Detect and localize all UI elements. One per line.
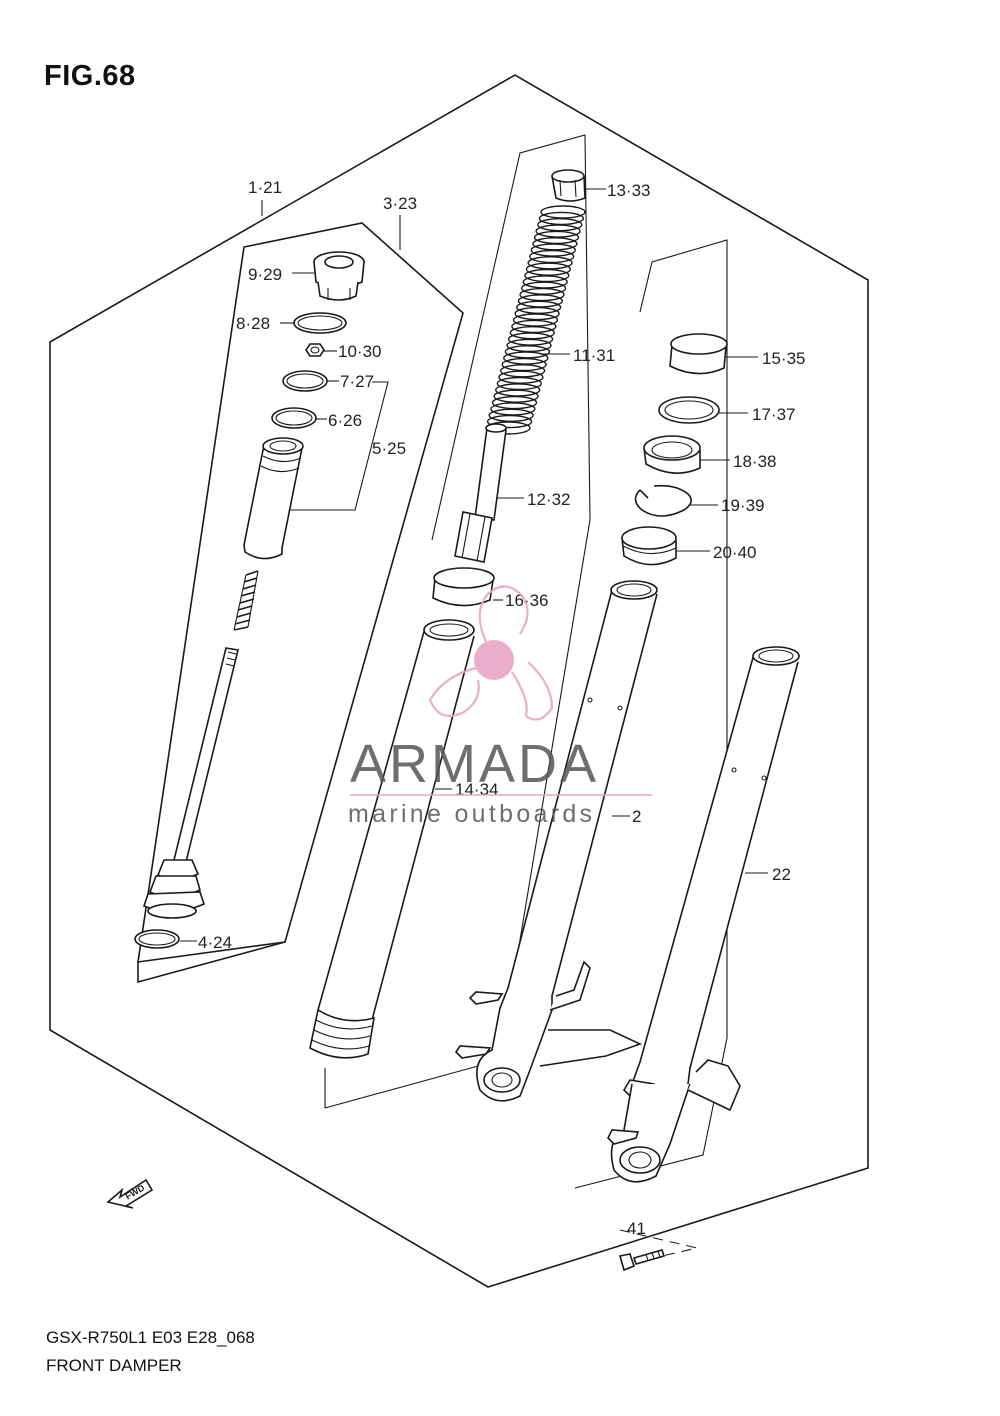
spring-coil (533, 230, 580, 245)
inner-tube-part (309, 619, 475, 1059)
callout-22: 22 (772, 865, 791, 884)
callout-5-25: 5·25 (372, 439, 406, 458)
watermark-tagline: marine outboards (348, 800, 595, 828)
fork-spring-part (485, 205, 586, 435)
spring-coil (530, 243, 576, 257)
spring-coil (495, 383, 541, 397)
model-code: GSX-R750L1 E03 E28_068 (46, 1328, 255, 1347)
spring-coil (491, 395, 538, 410)
spring-coil (522, 275, 568, 289)
spring-coil (527, 256, 573, 270)
spring-coil (488, 408, 534, 422)
callout-6-26: 6·26 (328, 411, 362, 430)
spring-coil (519, 287, 565, 302)
rebound-spring-part (233, 570, 259, 631)
dust-seal-20-part (621, 526, 677, 566)
spring-coil (493, 389, 539, 403)
callout-8-28: 8·28 (236, 314, 270, 333)
callout-18-38: 18·38 (733, 452, 776, 471)
spring-coil (504, 345, 551, 359)
stopper-ring-19-part (634, 484, 692, 517)
propeller-logo-icon (428, 585, 554, 721)
callout-4-24: 4·24 (198, 933, 232, 952)
bushing-15-part (669, 333, 728, 375)
callout-19-39: 19·39 (721, 496, 764, 515)
leader-bracket-5-25 (288, 381, 389, 511)
spring-coil (499, 364, 546, 378)
spring-coil (535, 224, 581, 238)
damper-rod-part (143, 647, 239, 919)
callout-3-23: 3·23 (383, 194, 417, 213)
oil-seal-18-part (643, 435, 701, 474)
callout-11-31: 11·31 (573, 346, 615, 365)
spring-coil (538, 211, 585, 226)
spring-coil (520, 281, 567, 295)
spring-coil (503, 351, 549, 365)
spring-coil (524, 268, 570, 283)
callout-17-37: 17·37 (752, 405, 795, 424)
bolt-41-part (618, 1249, 666, 1272)
callout-20-40: 20·40 (713, 543, 756, 562)
figure-title: FIG.68 (44, 60, 136, 92)
callout-12-32: 12·32 (527, 490, 570, 509)
callout-7-27: 7·27 (340, 372, 374, 391)
spacer-pipe-part (454, 423, 507, 563)
callout-9-29: 9·29 (248, 265, 282, 284)
spring-coil (509, 326, 555, 340)
spring-coil (517, 294, 564, 308)
spring-coil (507, 332, 554, 346)
callout-2: 2 (632, 807, 641, 826)
spring-coil (486, 414, 533, 429)
callout-16-36: 16·36 (505, 591, 548, 610)
nut-10-part (305, 343, 325, 357)
spring-coil (496, 376, 542, 391)
outer-group-outline (49, 74, 869, 1288)
callout-13-33: 13·33 (607, 181, 650, 200)
figure-name: FRONT DAMPER (46, 1356, 182, 1375)
spring-coil (516, 300, 562, 314)
tube-group-box (574, 239, 728, 1189)
spring-coil (540, 205, 586, 219)
spring-group-box (324, 134, 591, 1109)
spring-coil (525, 262, 572, 276)
callout-41: 41 (627, 1219, 646, 1238)
spring-coil (537, 217, 583, 232)
callout-1-21: 1·21 (248, 178, 282, 197)
watermark: ARMADA marine outboards (348, 585, 652, 828)
spring-coil (532, 237, 578, 251)
bushing-16-part (432, 567, 495, 607)
cartridge-box-base (137, 941, 286, 984)
fwd-arrow-icon: FWD (106, 1178, 154, 1209)
spring-coil (529, 249, 575, 264)
spring-coil (512, 313, 559, 327)
cap-bolt-part (313, 251, 365, 301)
callout-10-30: 10·30 (338, 342, 381, 361)
spring-coil (514, 306, 560, 321)
cartridge-group-box (137, 222, 464, 963)
spring-coil (490, 402, 536, 416)
spring-coil (498, 370, 544, 384)
spring-coil (511, 319, 557, 334)
spring-seat-nut-part (551, 169, 586, 202)
spring-coil (501, 357, 547, 372)
callout-labels: 1·21 3·23 9·29 8·28 10·30 7·27 6·26 5·25… (198, 178, 805, 1238)
outer-tube-right-part (607, 646, 800, 1183)
callout-15-35: 15·35 (762, 349, 805, 368)
watermark-brand: ARMADA (350, 734, 599, 794)
damper-cylinder-part (243, 437, 304, 560)
spring-coil (506, 338, 552, 353)
